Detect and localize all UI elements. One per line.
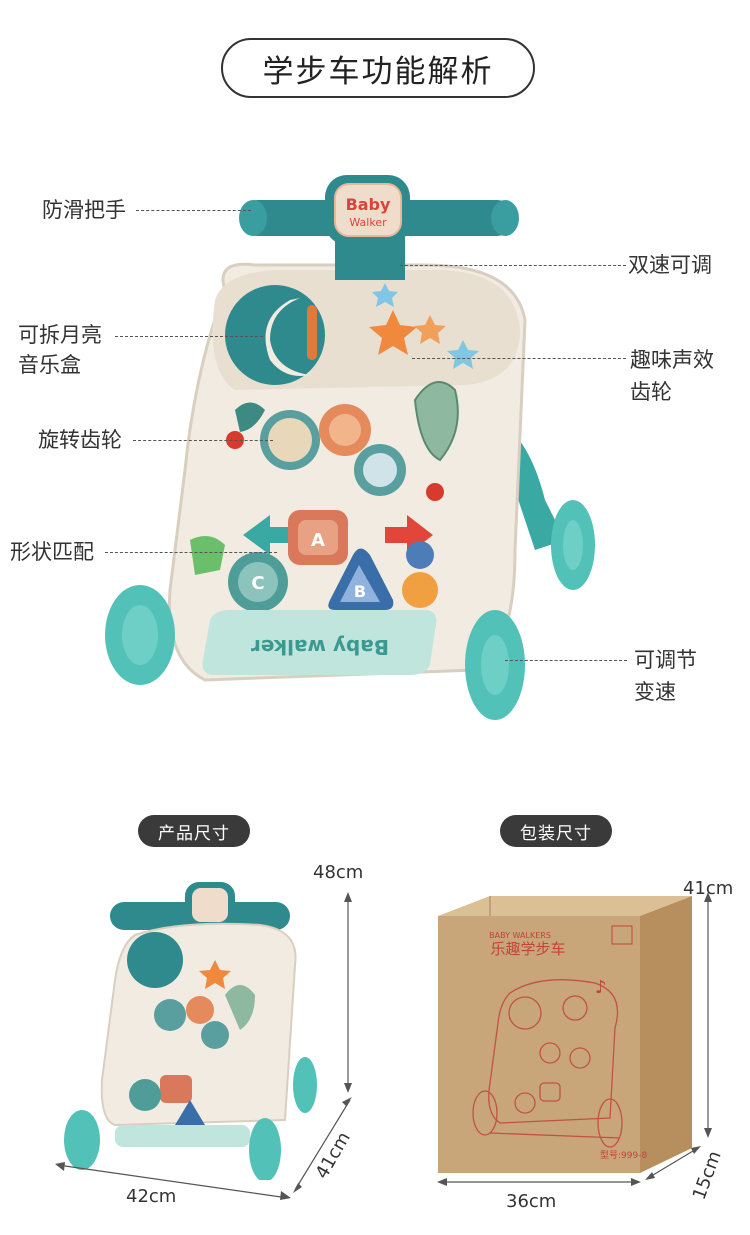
callout-line-shape-match xyxy=(105,552,277,553)
callout-rotating-gear: 旋转齿轮 xyxy=(38,428,122,452)
callout-line-rotating-gear xyxy=(133,440,273,441)
product-dimension-lines xyxy=(55,892,352,1200)
callout-line-sound-gear xyxy=(412,358,626,359)
callout-speed-dual: 双速可调 xyxy=(628,253,712,277)
box-brand-en: BABY WALKERS xyxy=(489,931,551,940)
moon-music-box xyxy=(225,285,325,385)
product-size-label: 产品尺寸 xyxy=(138,815,250,847)
logo-walker: Walker xyxy=(349,216,387,229)
callout-moon-box-line2: 音乐盒 xyxy=(18,353,81,377)
package-box-image: BABY WALKERS 乐趣学步车 型号:999-8 ♪ xyxy=(438,896,692,1173)
front-panel-logo: Baby walker xyxy=(251,635,389,659)
callout-adjustable-line1: 可调节 xyxy=(634,648,697,672)
logo-baby: Baby xyxy=(346,195,391,214)
walker-small-image xyxy=(64,882,317,1180)
product-height-label: 48cm xyxy=(313,862,364,883)
package-dimension-lines xyxy=(437,892,712,1186)
page-title: 学步车功能解析 xyxy=(221,38,535,98)
package-width-label: 36cm xyxy=(506,1191,557,1212)
callout-adjustable-line2: 变速 xyxy=(634,680,676,704)
callout-sound-gear-line2: 齿轮 xyxy=(630,380,672,404)
callout-line-moon-box xyxy=(115,336,263,337)
product-width-label: 42cm xyxy=(126,1186,177,1207)
callout-line-adjustable xyxy=(505,660,627,661)
shape-letter-a: A xyxy=(311,530,325,551)
walker-main-image: Baby Walker A C B Baby walker xyxy=(105,175,595,720)
callout-sound-gear-line1: 趣味声效 xyxy=(630,348,714,372)
callout-line-handle xyxy=(136,210,251,211)
package-height-label: 41cm xyxy=(683,878,734,899)
box-brand-cn: 乐趣学步车 xyxy=(490,940,565,958)
package-size-label: 包装尺寸 xyxy=(500,815,612,847)
shape-letter-c: C xyxy=(251,573,264,594)
callout-handle: 防滑把手 xyxy=(42,198,126,222)
callout-line-speed-dual xyxy=(400,265,626,266)
shape-letter-b: B xyxy=(354,582,366,601)
star-button-orange xyxy=(369,310,417,355)
svg-text:♪: ♪ xyxy=(595,977,607,998)
callout-shape-match: 形状匹配 xyxy=(10,540,94,564)
box-model: 型号:999-8 xyxy=(600,1150,647,1161)
callout-moon-box-line1: 可拆月亮 xyxy=(18,323,102,347)
